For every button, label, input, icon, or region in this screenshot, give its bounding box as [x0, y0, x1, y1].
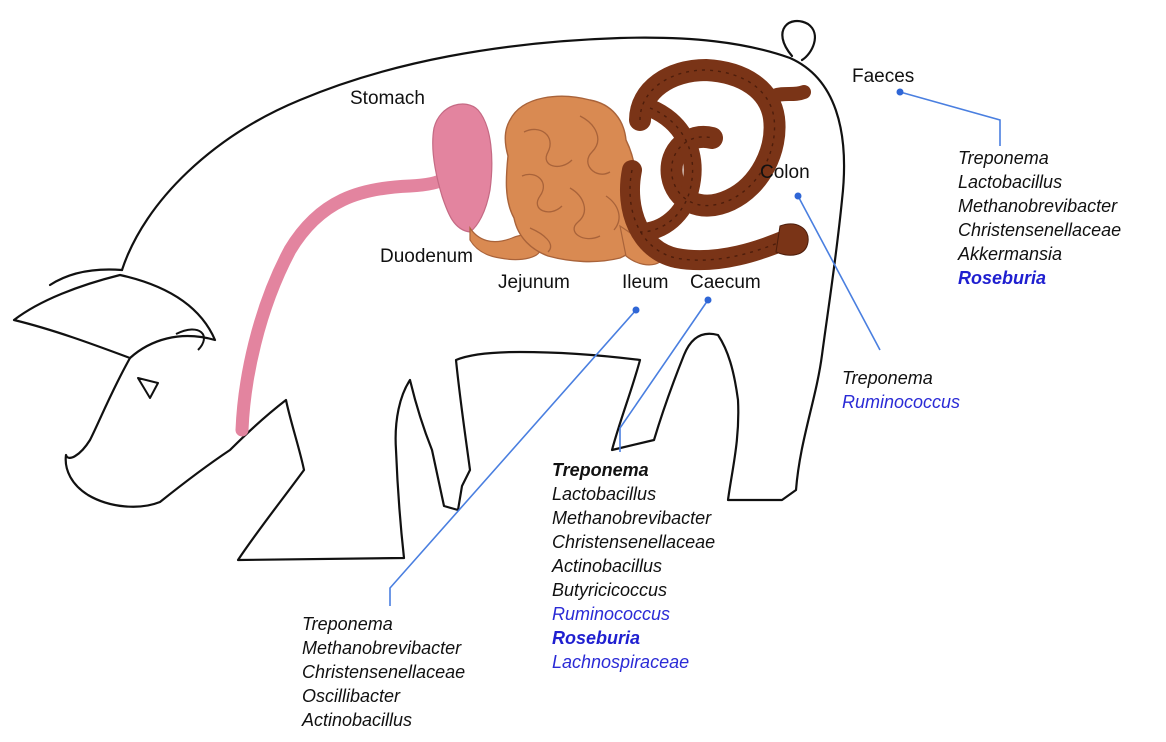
- caecum-taxon: Methanobrevibacter: [552, 506, 715, 530]
- faeces-taxon: Roseburia: [958, 266, 1121, 290]
- stomach-shape: [433, 104, 492, 232]
- ileum-label: Ileum: [622, 272, 668, 294]
- jejunum-label: Jejunum: [498, 272, 570, 294]
- pig-ear: [14, 275, 215, 358]
- faeces-leader: [900, 92, 1000, 146]
- colon-taxon: Ruminococcus: [842, 390, 960, 414]
- pig-snout: [66, 358, 130, 458]
- caecum-taxon: Lachnospiraceae: [552, 650, 715, 674]
- caecum-taxon: Actinobacillus: [552, 554, 715, 578]
- faeces-taxon: Christensenellaceae: [958, 218, 1121, 242]
- oesophagus: [242, 178, 446, 430]
- caecum-taxon: Butyricicoccus: [552, 578, 715, 602]
- ileum-taxon: Treponema: [302, 612, 465, 636]
- caecum-taxon: Treponema: [552, 458, 715, 482]
- caecum-taxon: Roseburia: [552, 626, 715, 650]
- caecum-taxon: Lactobacillus: [552, 482, 715, 506]
- caecum-dot: [705, 297, 712, 304]
- caecum-label: Caecum: [690, 272, 761, 294]
- rectum-shape: [776, 224, 808, 255]
- pig-tail: [782, 21, 815, 60]
- caecum-taxon: Christensenellaceae: [552, 530, 715, 554]
- faeces-taxon: Akkermansia: [958, 242, 1121, 266]
- caecum-leader: [620, 300, 708, 452]
- faeces-taxon: Treponema: [958, 146, 1121, 170]
- faeces-taxon: Lactobacillus: [958, 170, 1121, 194]
- jejunum-shape: [505, 96, 637, 261]
- ileum-taxon: Actinobacillus: [302, 708, 465, 732]
- pig-eye: [138, 378, 158, 398]
- caecum-taxon: Ruminococcus: [552, 602, 715, 626]
- ileum-dot: [633, 307, 640, 314]
- faeces-label: Faeces: [852, 66, 914, 88]
- pig-ear-fold: [176, 329, 204, 350]
- colon-dot: [795, 193, 802, 200]
- faeces-dot: [897, 89, 904, 96]
- ileum-taxon: Christensenellaceae: [302, 660, 465, 684]
- ileum-taxon: Oscillibacter: [302, 684, 465, 708]
- ileum-taxon: Methanobrevibacter: [302, 636, 465, 660]
- duodenum-label: Duodenum: [380, 246, 473, 268]
- colon-label: Colon: [760, 162, 810, 184]
- faeces-taxon: Methanobrevibacter: [958, 194, 1121, 218]
- colon-taxon: Treponema: [842, 366, 960, 390]
- stomach-label: Stomach: [350, 88, 425, 110]
